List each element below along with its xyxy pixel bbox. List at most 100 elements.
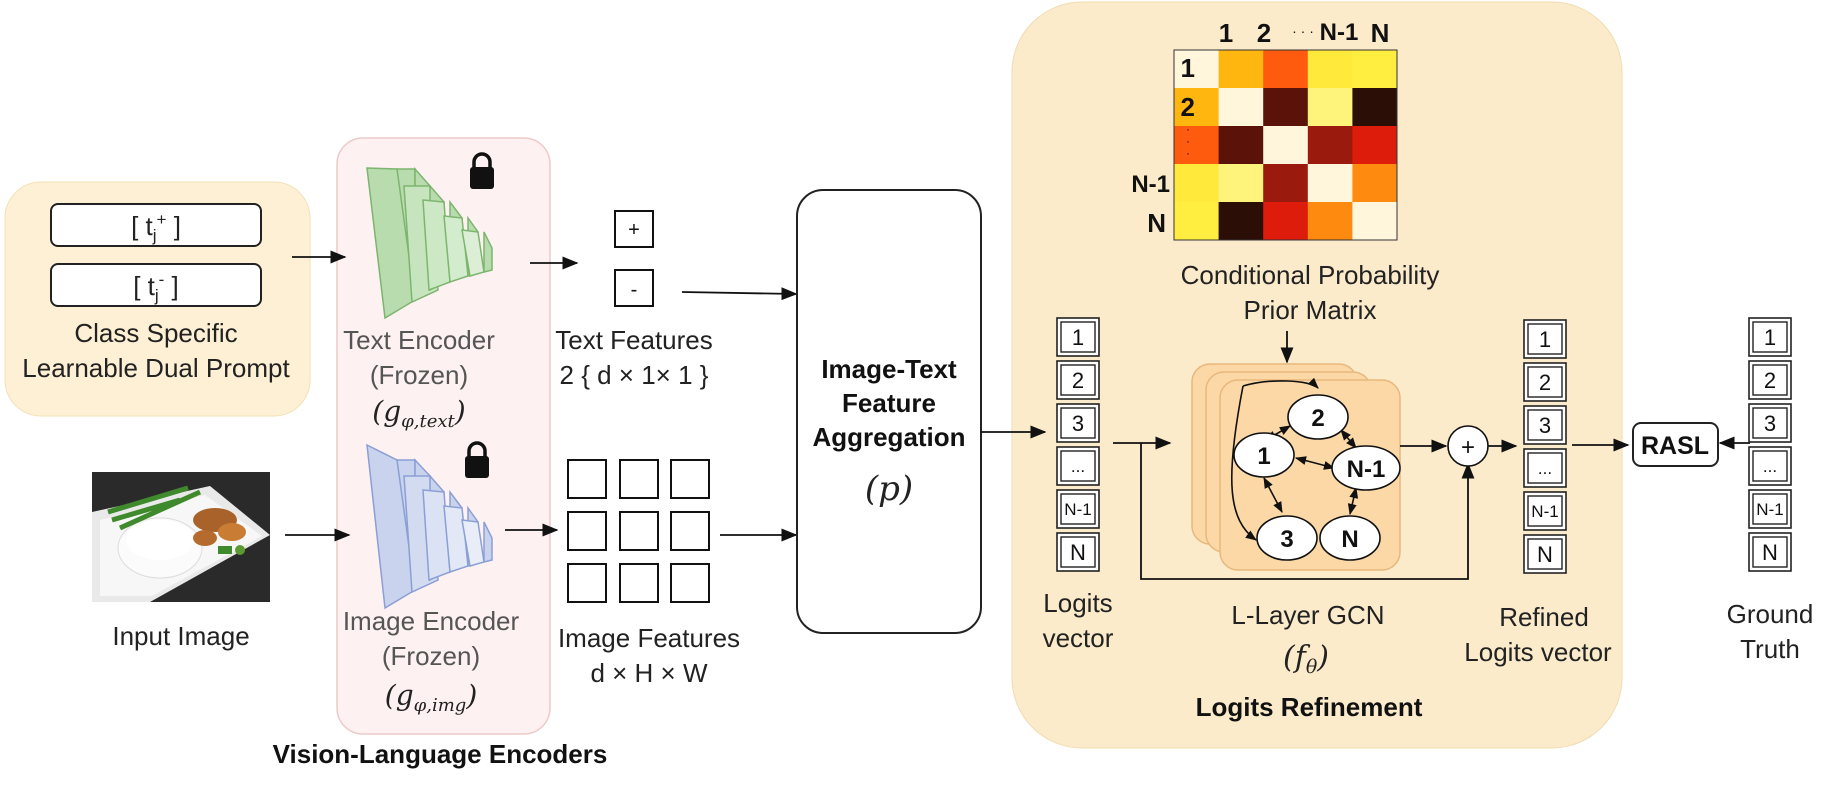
ground-truth-cell-label: 1 — [1764, 325, 1776, 350]
ground-truth-cell — [1748, 446, 1792, 486]
positive-prompt-box — [50, 203, 262, 247]
matrix-cell — [1307, 50, 1353, 89]
svg-text:+: + — [1461, 434, 1475, 461]
refined-logits-vector: 123...N-1N — [1523, 319, 1567, 574]
text-encoder-icon — [366, 167, 493, 320]
ground-truth-cell-label: N-1 — [1756, 500, 1783, 519]
negative-prompt-box — [50, 263, 262, 307]
gcn-math: (fθ) — [1283, 640, 1329, 678]
refined-label-line2: Logits vector — [1464, 637, 1612, 667]
matrix-cell — [1352, 50, 1398, 89]
logits-cell — [1056, 317, 1100, 357]
gcn-node: 1 — [1233, 432, 1295, 478]
ground-truth-label-line2: Truth — [1740, 634, 1800, 664]
text-feature-positive-box — [614, 210, 654, 248]
image-encoder-icon — [366, 443, 493, 610]
logits-cell-inner — [1060, 407, 1096, 439]
prompt-caption-line2: Learnable Dual Prompt — [22, 353, 290, 383]
refined-logits-cell-label: N-1 — [1531, 502, 1558, 521]
matrix-cell — [1263, 202, 1309, 241]
ground-truth-cell-label: N — [1762, 540, 1778, 565]
matrix-row-label: 2 — [1181, 92, 1195, 122]
image-encoder-math: (gφ,img) — [385, 679, 478, 716]
text-features-label-line2: 2 { d × 1× 1 } — [560, 360, 709, 390]
logits-cell — [1056, 403, 1100, 443]
refined-logits-cell-label: 2 — [1539, 370, 1551, 395]
ground-truth-cell-inner — [1752, 536, 1788, 568]
matrix-col-label: N — [1371, 18, 1390, 48]
aggregation-label-line1: Image-Text — [821, 354, 957, 384]
logits-cell — [1056, 489, 1100, 529]
logits-refinement-title: Logits Refinement — [1196, 692, 1423, 722]
ground-truth-cell-label: 3 — [1764, 411, 1776, 436]
ground-truth-cell-inner — [1752, 407, 1788, 439]
refined-logits-cell — [1523, 491, 1567, 531]
ground-truth-cell-inner — [1752, 450, 1788, 482]
prior-matrix-caption-line2: Prior Matrix — [1244, 295, 1377, 325]
prompt-caption-line1: Class Specific — [74, 318, 237, 348]
ground-truth-vector: 123...N-1N — [1748, 317, 1792, 572]
image-features-label-line1: Image Features — [558, 623, 740, 653]
logits-label-line1: Logits — [1043, 588, 1112, 618]
prior-matrix-caption-line1: Conditional Probability — [1181, 260, 1440, 290]
svg-text:1: 1 — [1257, 443, 1270, 470]
refined-logits-cell-label: ... — [1538, 459, 1552, 478]
ground-truth-label-line1: Ground — [1727, 599, 1814, 629]
aggregation-math: (p) — [865, 469, 913, 509]
input-image — [92, 472, 270, 602]
logits-cell-label: 3 — [1072, 411, 1084, 436]
ground-truth-cell — [1748, 532, 1792, 572]
lock-icon — [470, 152, 494, 189]
ground-truth-cell — [1748, 317, 1792, 357]
input-image-caption: Input Image — [112, 621, 249, 651]
gcn-node: 2 — [1287, 394, 1349, 440]
logits-cell-inner — [1060, 493, 1096, 525]
gcn-node: N — [1319, 515, 1381, 561]
aggregation-label-line2: Feature — [842, 388, 936, 418]
refined-logits-cell — [1523, 319, 1567, 359]
svg-text:3: 3 — [1280, 526, 1293, 553]
gcn-node: N-1 — [1331, 445, 1401, 491]
refined-label-line1: Refined — [1499, 602, 1589, 632]
logits-cell-inner — [1060, 364, 1096, 396]
refined-logits-cell-inner — [1527, 495, 1563, 527]
matrix-cell — [1307, 164, 1353, 203]
matrix-cell — [1218, 50, 1264, 89]
matrix-row-ellipsis: · — [1186, 122, 1190, 136]
gcn-label: L-Layer GCN — [1231, 600, 1384, 630]
matrix-row-ellipsis: · — [1186, 134, 1190, 148]
ground-truth-cell-inner — [1752, 321, 1788, 353]
matrix-cell — [1352, 202, 1398, 241]
logits-cell-label: ... — [1071, 457, 1085, 476]
matrix-col-label: · · · — [1292, 23, 1314, 39]
logits-cell-label: N — [1070, 540, 1086, 565]
matrix-row-label: 1 — [1181, 53, 1195, 83]
positive-prompt-label: [ tj+ ] — [131, 210, 181, 245]
refined-logits-cell-label: N — [1537, 542, 1553, 567]
svg-text:N-1: N-1 — [1347, 456, 1386, 483]
gcn-node: 3 — [1256, 515, 1318, 561]
aggregation-label-line3: Aggregation — [812, 422, 965, 452]
text-feature-negative-sign: - — [631, 279, 638, 301]
matrix-col-label: 2 — [1257, 18, 1271, 48]
logits-cell — [1056, 360, 1100, 400]
matrix-cell — [1352, 88, 1398, 127]
ground-truth-cell-inner — [1752, 493, 1788, 525]
ground-truth-cell — [1748, 360, 1792, 400]
matrix-cell — [1307, 88, 1353, 127]
refined-logits-cell-inner — [1527, 409, 1563, 441]
matrix-cell — [1307, 126, 1353, 165]
matrix-cell — [1352, 164, 1398, 203]
text-encoder-label-line2: (Frozen) — [370, 360, 468, 390]
matrix-col-label: N-1 — [1320, 19, 1359, 46]
aggregation-box — [796, 189, 982, 634]
ground-truth-cell-inner — [1752, 364, 1788, 396]
matrix-cell — [1174, 202, 1220, 241]
ground-truth-cell-label: ... — [1763, 457, 1777, 476]
logits-label-line2: vector — [1043, 623, 1114, 653]
text-encoder-math: (gφ,text) — [372, 395, 465, 432]
logits-cell-inner — [1060, 321, 1096, 353]
refined-logits-cell — [1523, 448, 1567, 488]
skip-connection — [1140, 443, 1475, 580]
logits-cell-inner — [1060, 536, 1096, 568]
